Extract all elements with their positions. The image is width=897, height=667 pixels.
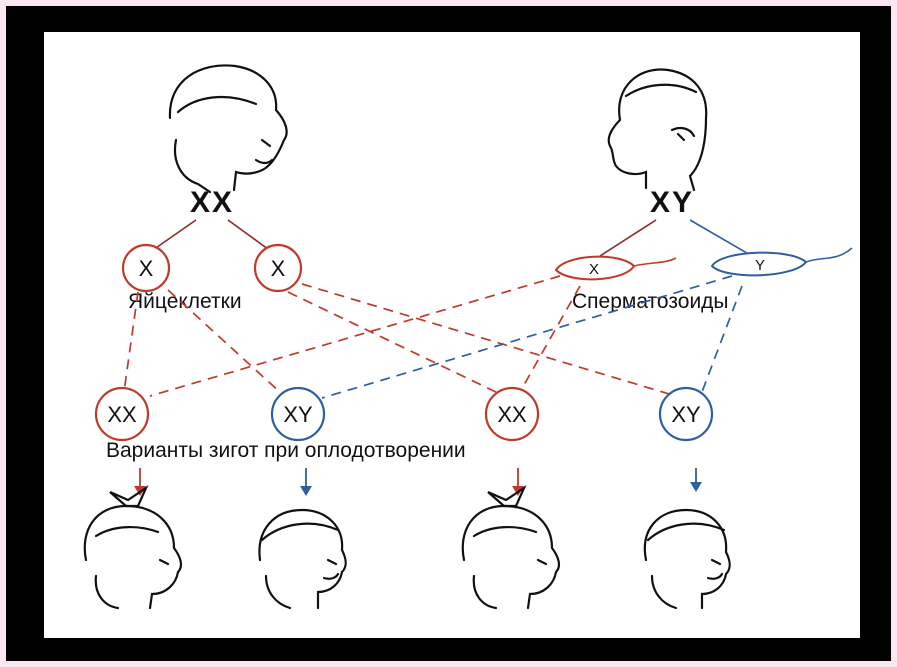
child-arrows	[134, 468, 702, 496]
zygote-3-label: XX	[497, 402, 527, 427]
sperm-cell-y: Y	[710, 247, 853, 277]
girl-head-illustration-1	[83, 484, 183, 610]
egg-cell-1-label: X	[139, 256, 154, 281]
sperm-cell-y-label: Y	[755, 257, 765, 274]
zygotes-caption: Варианты зигот при оплодотворении	[106, 439, 466, 462]
zygote-2: XY	[270, 386, 326, 442]
girl-head-illustration-2	[461, 484, 561, 610]
sperm-cell-x-label: X	[589, 261, 599, 278]
sperm-caption: Сперматозоиды	[572, 290, 729, 313]
eggs-caption: Яйцеклетки	[128, 290, 242, 313]
sperm-cell-x: X	[554, 255, 677, 281]
zygote-3: XX	[484, 386, 540, 442]
boy-head-illustration-1	[258, 508, 347, 610]
fertilization-lines	[123, 275, 743, 399]
boy-head-illustration-2	[643, 508, 731, 610]
zygote-1-label: XX	[107, 402, 137, 427]
egg-cell-1: X	[121, 243, 171, 293]
diagram-panel	[40, 28, 864, 642]
father-genotype: XY	[650, 186, 694, 219]
egg-cell-2-label: X	[271, 256, 286, 281]
zygote-4: XY	[658, 386, 714, 442]
zygote-1: XX	[94, 386, 150, 442]
father-head-illustration	[607, 68, 708, 192]
zygote-4-label: XY	[671, 402, 701, 427]
mother-head-illustration	[168, 64, 288, 194]
parent-to-gamete-lines	[149, 219, 753, 257]
egg-cell-2: X	[253, 243, 303, 293]
zygote-2-label: XY	[283, 402, 313, 427]
mother-genotype: XX	[190, 186, 234, 219]
